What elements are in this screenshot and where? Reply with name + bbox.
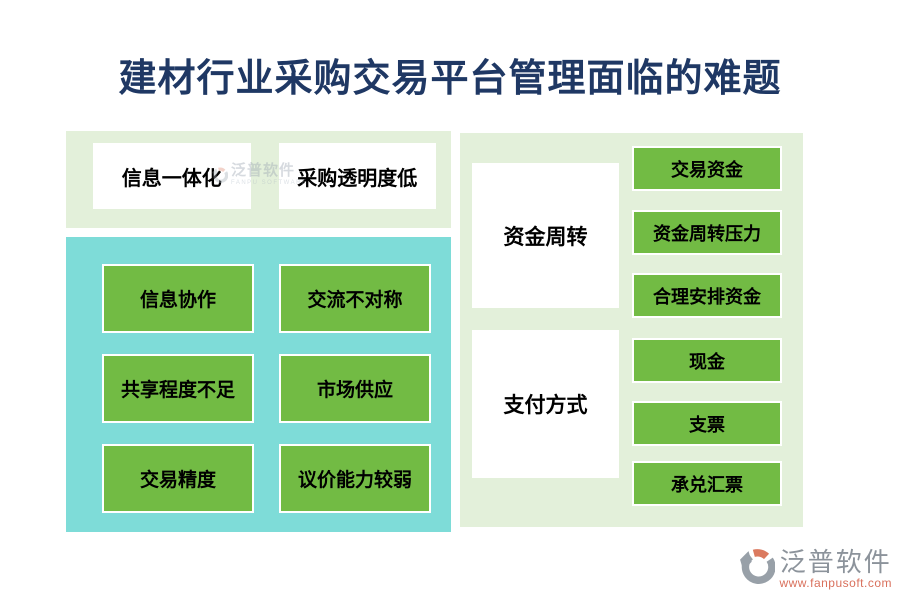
- item-box-label: 资金周转压力: [653, 223, 761, 244]
- left-top-panel: 信息一体化 采购透明度低: [66, 131, 451, 228]
- issue-box-label: 交易精度: [139, 470, 216, 491]
- item-box-transaction-funds: 交易资金: [632, 146, 782, 191]
- issue-box-label: 交流不对称: [307, 290, 403, 311]
- fanpu-logo-icon: [740, 549, 776, 584]
- issue-box-communication-asymmetry: 交流不对称: [279, 264, 431, 333]
- item-box-turnover-pressure: 资金周转压力: [632, 210, 782, 255]
- issue-box-label: 市场供应: [316, 380, 393, 401]
- group-label-payment-method: 支付方式: [472, 330, 619, 478]
- footer-brand-url: www.fanpusoft.com: [779, 576, 892, 590]
- left-grid-panel: 信息协作 交流不对称 共享程度不足 市场供应 交易精度 议价能力较弱: [66, 237, 451, 532]
- item-box-label: 合理安排资金: [653, 286, 761, 307]
- issue-box-market-supply: 市场供应: [279, 354, 431, 423]
- issue-card-procurement-transparency: 采购透明度低: [278, 143, 436, 209]
- item-box-label: 支票: [689, 414, 725, 435]
- item-box-cash: 现金: [632, 338, 782, 383]
- footer-brand-texts: 泛普软件 www.fanpusoft.com: [779, 548, 892, 590]
- issue-box-insufficient-sharing: 共享程度不足: [102, 354, 254, 423]
- group-label-capital-turnover: 资金周转: [472, 163, 619, 308]
- issue-box-transaction-precision: 交易精度: [102, 444, 254, 513]
- group-label-text: 支付方式: [503, 394, 588, 417]
- issue-box-label: 信息协作: [139, 290, 216, 311]
- issue-box-weak-bargaining: 议价能力较弱: [279, 444, 431, 513]
- item-box-cheque: 支票: [632, 401, 782, 446]
- issue-box-label: 议价能力较弱: [297, 470, 412, 491]
- item-box-label: 承兑汇票: [671, 474, 743, 495]
- page-title: 建材行业采购交易平台管理面临的难题: [118, 58, 782, 100]
- issue-card-label: 信息一体化: [121, 167, 222, 190]
- issue-box-info-collaboration: 信息协作: [102, 264, 254, 333]
- item-box-label: 交易资金: [671, 159, 743, 180]
- group-label-text: 资金周转: [503, 225, 588, 249]
- issue-card-label: 采购透明度低: [297, 167, 418, 190]
- right-panel: 资金周转 交易资金 资金周转压力 合理安排资金 支付方式 现金 支票 承兑汇票: [460, 133, 803, 527]
- footer-brand: 泛普软件 www.fanpusoft.com: [739, 548, 892, 590]
- issue-card-info-integration: 信息一体化: [93, 143, 251, 209]
- item-box-arrange-funds: 合理安排资金: [632, 273, 782, 318]
- issue-box-label: 共享程度不足: [120, 380, 235, 401]
- item-box-acceptance-bill: 承兑汇票: [632, 461, 782, 506]
- item-box-label: 现金: [689, 351, 725, 372]
- footer-brand-name: 泛普软件: [779, 547, 892, 577]
